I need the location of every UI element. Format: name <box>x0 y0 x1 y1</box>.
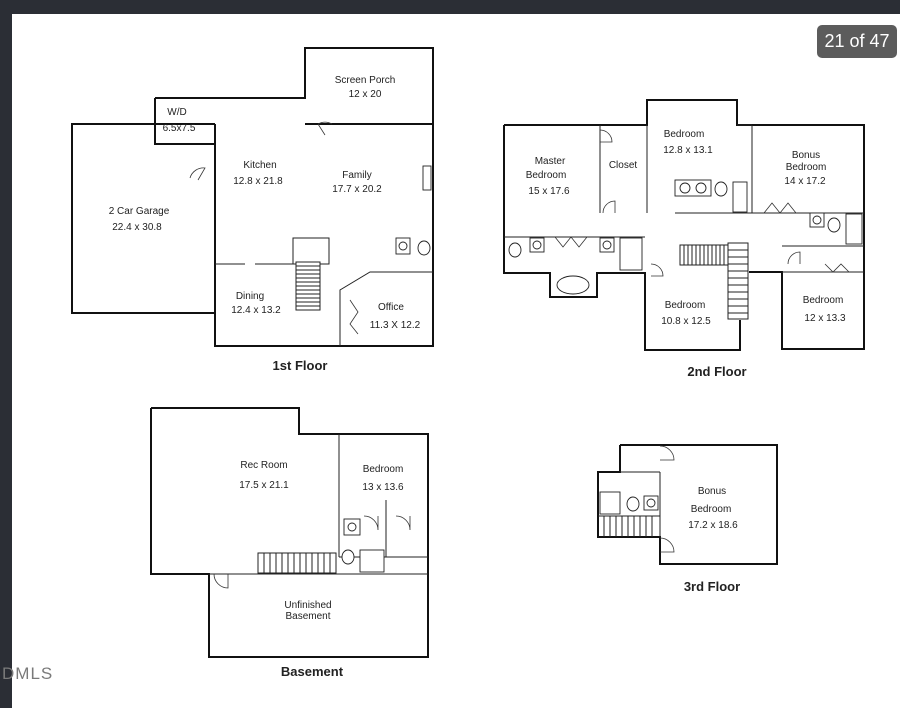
wd-label: W/D <box>167 107 186 118</box>
bedroom-mid-label: Bedroom <box>665 300 706 311</box>
unfinished-label-2: Basement <box>285 611 330 622</box>
kitchen-label: Kitchen <box>243 160 276 171</box>
viewer-left-strip <box>0 14 12 708</box>
master-bedroom-label-1: Master <box>535 156 566 167</box>
bedroom-right-size: 12 x 13.3 <box>804 313 846 324</box>
bedroom-top-label: Bedroom <box>664 129 705 140</box>
first-floor-stairs <box>295 261 321 311</box>
basement-plan: Rec Room 17.5 x 21.1 Bedroom 13 x 13.6 U… <box>150 407 429 679</box>
second-floor-plan: Master Bedroom 15 x 17.6 Closet Bedroom … <box>503 99 865 379</box>
main-house-walls <box>154 47 434 347</box>
master-bedroom-size: 15 x 17.6 <box>528 186 570 197</box>
basement-stairs <box>257 552 337 574</box>
family-label: Family <box>342 170 371 181</box>
office-label: Office <box>378 302 404 313</box>
family-size: 17.7 x 20.2 <box>332 184 382 195</box>
master-bedroom-label-2: Bedroom <box>526 170 567 181</box>
wd-size: 6.5x7.5 <box>163 123 196 134</box>
third-floor-stairs <box>603 516 653 537</box>
garage-label: 2 Car Garage <box>109 206 170 217</box>
basement-bedroom-label: Bedroom <box>363 464 404 475</box>
third-bonus-label-1: Bonus <box>698 486 726 497</box>
basement-bedroom-size: 13 x 13.6 <box>362 482 404 493</box>
third-floor-title: 3rd Floor <box>684 579 740 594</box>
screen-porch-label: Screen Porch <box>335 75 396 86</box>
screen-porch-size: 12 x 20 <box>349 89 382 100</box>
bonus-bedroom-label-2: Bedroom <box>786 162 827 173</box>
closet-label: Closet <box>609 160 638 171</box>
third-bonus-label-2: Bedroom <box>691 504 732 515</box>
bedroom-top-size: 12.8 x 13.1 <box>663 145 713 156</box>
third-bonus-size: 17.2 x 18.6 <box>688 520 738 531</box>
second-floor-title: 2nd Floor <box>687 364 746 379</box>
kitchen-size: 12.8 x 21.8 <box>233 176 283 187</box>
unfinished-label-1: Unfinished <box>284 600 331 611</box>
bonus-bedroom-label-1: Bonus <box>792 150 820 161</box>
rec-room-label: Rec Room <box>240 460 287 471</box>
office-size: 11.3 X 12.2 <box>370 320 421 331</box>
image-counter-badge: 21 of 47 <box>817 25 897 58</box>
third-floor-plan: Bonus Bedroom 17.2 x 18.6 3rd Floor <box>597 444 778 594</box>
mls-watermark: DMLS <box>2 664 54 683</box>
dining-label: Dining <box>236 291 264 302</box>
bedroom-mid-size: 10.8 x 12.5 <box>661 316 711 327</box>
garage-size: 22.4 x 30.8 <box>112 222 162 233</box>
first-floor-plan: Screen Porch 12 x 20 W/D 6.5x7.5 Kitchen… <box>71 47 434 373</box>
basement-title: Basement <box>281 664 344 679</box>
viewer-top-bar <box>0 0 900 14</box>
second-floor-stairs <box>679 242 749 320</box>
bedroom-right-label: Bedroom <box>803 295 844 306</box>
rec-room-size: 17.5 x 21.1 <box>239 480 289 491</box>
first-floor-title: 1st Floor <box>273 358 328 373</box>
garage-walls <box>71 123 215 314</box>
dining-size: 12.4 x 13.2 <box>231 305 281 316</box>
bonus-bedroom-size: 14 x 17.2 <box>784 176 826 187</box>
